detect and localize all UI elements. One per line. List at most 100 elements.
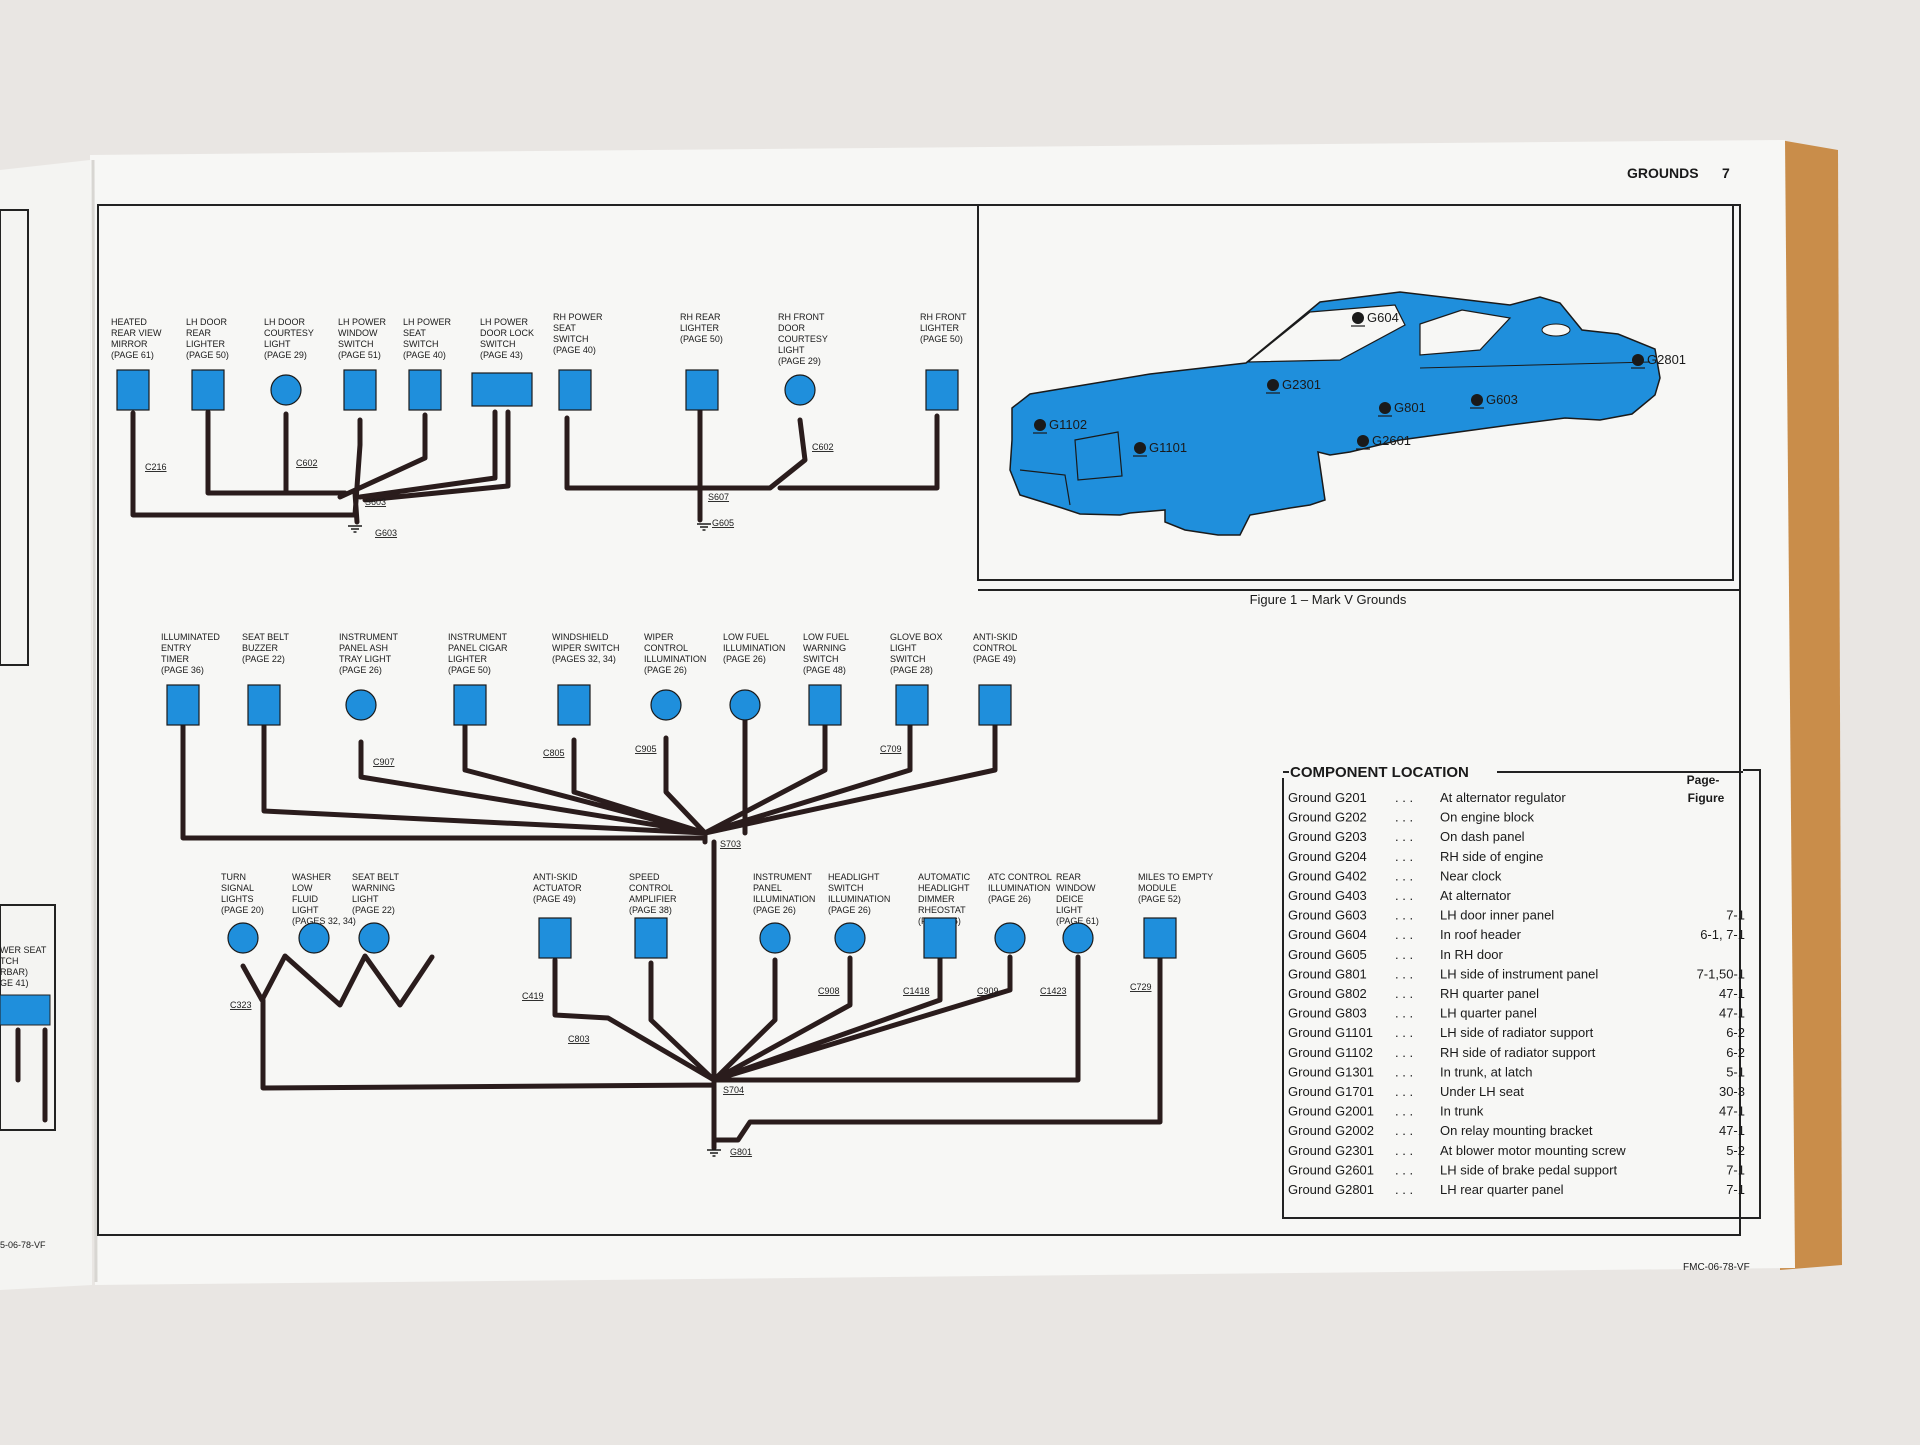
row-dots: . . . xyxy=(1395,1045,1413,1060)
light-bulb-icon xyxy=(358,922,390,954)
row-dots: . . . xyxy=(1395,1123,1413,1138)
connector-label: C323 xyxy=(230,1000,252,1010)
ground-location: On relay mounting bracket xyxy=(1440,1123,1593,1138)
row-dots: . . . xyxy=(1395,986,1413,1001)
ground-name: Ground G801 xyxy=(1288,966,1367,981)
component-label: PANEL xyxy=(753,883,782,893)
ground-point-marker-icon xyxy=(1267,379,1279,391)
ground-name: Ground G2301 xyxy=(1288,1143,1374,1158)
ground-name: Ground G1102 xyxy=(1288,1045,1373,1060)
component-label: SIGNAL xyxy=(221,883,254,893)
ground-point: G2301 xyxy=(1266,377,1321,394)
component-block-icon xyxy=(925,369,959,411)
component-label: SEAT BELT xyxy=(242,632,290,642)
component-label: COURTESY xyxy=(264,328,314,338)
ground-name: Ground G605 xyxy=(1288,947,1367,962)
light-bulb-icon xyxy=(650,689,682,721)
component-label: ACTUATOR xyxy=(533,883,582,893)
row-dots: . . . xyxy=(1395,1006,1413,1021)
figure-caption: Figure 1 – Mark V Grounds xyxy=(1250,592,1407,607)
component-label: (PAGE 20) xyxy=(221,905,264,915)
component-label: HEADLIGHT xyxy=(918,883,970,893)
page-figure-ref: 7-1 xyxy=(1726,908,1745,923)
component-label: MILES TO EMPTY xyxy=(1138,872,1213,882)
component-label: (PAGE 26) xyxy=(644,665,687,675)
component-label: LIGHTER xyxy=(186,339,226,349)
ground-location: RH side of radiator support xyxy=(1440,1045,1596,1060)
ground-location: LH door inner panel xyxy=(1440,908,1554,923)
component-label: SWITCH xyxy=(480,339,516,349)
component-label: MODULE xyxy=(1138,883,1177,893)
component-label: DEICE xyxy=(1056,894,1084,904)
splice-label: S703 xyxy=(720,839,741,849)
component-label: (PAGE 26) xyxy=(988,894,1031,904)
row-dots: . . . xyxy=(1395,1064,1413,1079)
component-label: INSTRUMENT xyxy=(448,632,507,642)
component-label: WINDOW xyxy=(338,328,378,338)
component-label: HEADLIGHT xyxy=(828,872,880,882)
ground-name: Ground G203 xyxy=(1288,829,1367,844)
ground-symbol-icon xyxy=(707,1149,721,1157)
component-label: ATC CONTROL xyxy=(988,872,1052,882)
component-label: DIMMER xyxy=(918,894,955,904)
ground-location: Under LH seat xyxy=(1440,1084,1524,1099)
page-figure-ref: 5-1 xyxy=(1726,1064,1745,1079)
component-block-icon xyxy=(191,369,225,411)
component-block-icon xyxy=(557,684,591,726)
component-label: (PAGE 26) xyxy=(753,905,796,915)
component-location-table: COMPONENT LOCATION Page- Figure Ground G… xyxy=(1282,764,1761,1219)
component-block-icon xyxy=(1143,917,1177,959)
ground-name: Ground G1701 xyxy=(1288,1084,1374,1099)
splice-label: S603 xyxy=(365,497,386,507)
light-bulb-icon xyxy=(298,922,330,954)
ground-point-marker-icon xyxy=(1134,442,1146,454)
ground-point: G2601 xyxy=(1356,433,1411,450)
connector-label: C729 xyxy=(1130,982,1152,992)
ground-location: LH rear quarter panel xyxy=(1440,1182,1564,1197)
ground-name: Ground G603 xyxy=(1288,908,1367,923)
connector-label: C709 xyxy=(880,744,902,754)
ground-location: In trunk xyxy=(1440,1104,1484,1119)
row-dots: . . . xyxy=(1395,908,1413,923)
component-label: LIGHT xyxy=(264,339,291,349)
component-label: (PAGE 50) xyxy=(448,665,491,675)
page-figure-ref: 6-2 xyxy=(1726,1045,1745,1060)
switch-block-icon xyxy=(471,372,533,407)
left-footer-code: 5-06-78-VF xyxy=(0,1240,46,1250)
component-label: LOW xyxy=(292,883,313,893)
connector-label: C908 xyxy=(818,986,840,996)
ground-name: Ground G2002 xyxy=(1288,1123,1374,1138)
component-label: REAR xyxy=(186,328,212,338)
book-edge xyxy=(1780,140,1842,1270)
component-label: WIPER SWITCH xyxy=(552,643,620,653)
ground-location: LH side of instrument panel xyxy=(1440,966,1598,981)
component-label: WINDOW xyxy=(1056,883,1096,893)
component-label: PANEL ASH xyxy=(339,643,388,653)
component-label: SPEED xyxy=(629,872,660,882)
splice-label: S704 xyxy=(723,1085,744,1095)
component-label: (PAGE 29) xyxy=(264,350,307,360)
connector-label: C1418 xyxy=(903,986,930,996)
component-label: BUZZER xyxy=(242,643,279,653)
component-label: AUTOMATIC xyxy=(918,872,971,882)
component-label: RH FRONT xyxy=(920,312,967,322)
component-label: (PAGE 52) xyxy=(1138,894,1181,904)
location-row: Ground G2301. . .At blower motor mountin… xyxy=(1288,1143,1745,1158)
ground-point-label: G2601 xyxy=(1372,433,1411,448)
component-label: (PAGE 49) xyxy=(973,654,1016,664)
ground-point-label: G2801 xyxy=(1647,352,1686,367)
component-label: LIGHT xyxy=(778,345,805,355)
component-label: (PAGE 40) xyxy=(553,345,596,355)
component-label: REAR VIEW xyxy=(111,328,162,338)
connector-label: C805 xyxy=(543,748,565,758)
ground-location: Near clock xyxy=(1440,868,1502,883)
